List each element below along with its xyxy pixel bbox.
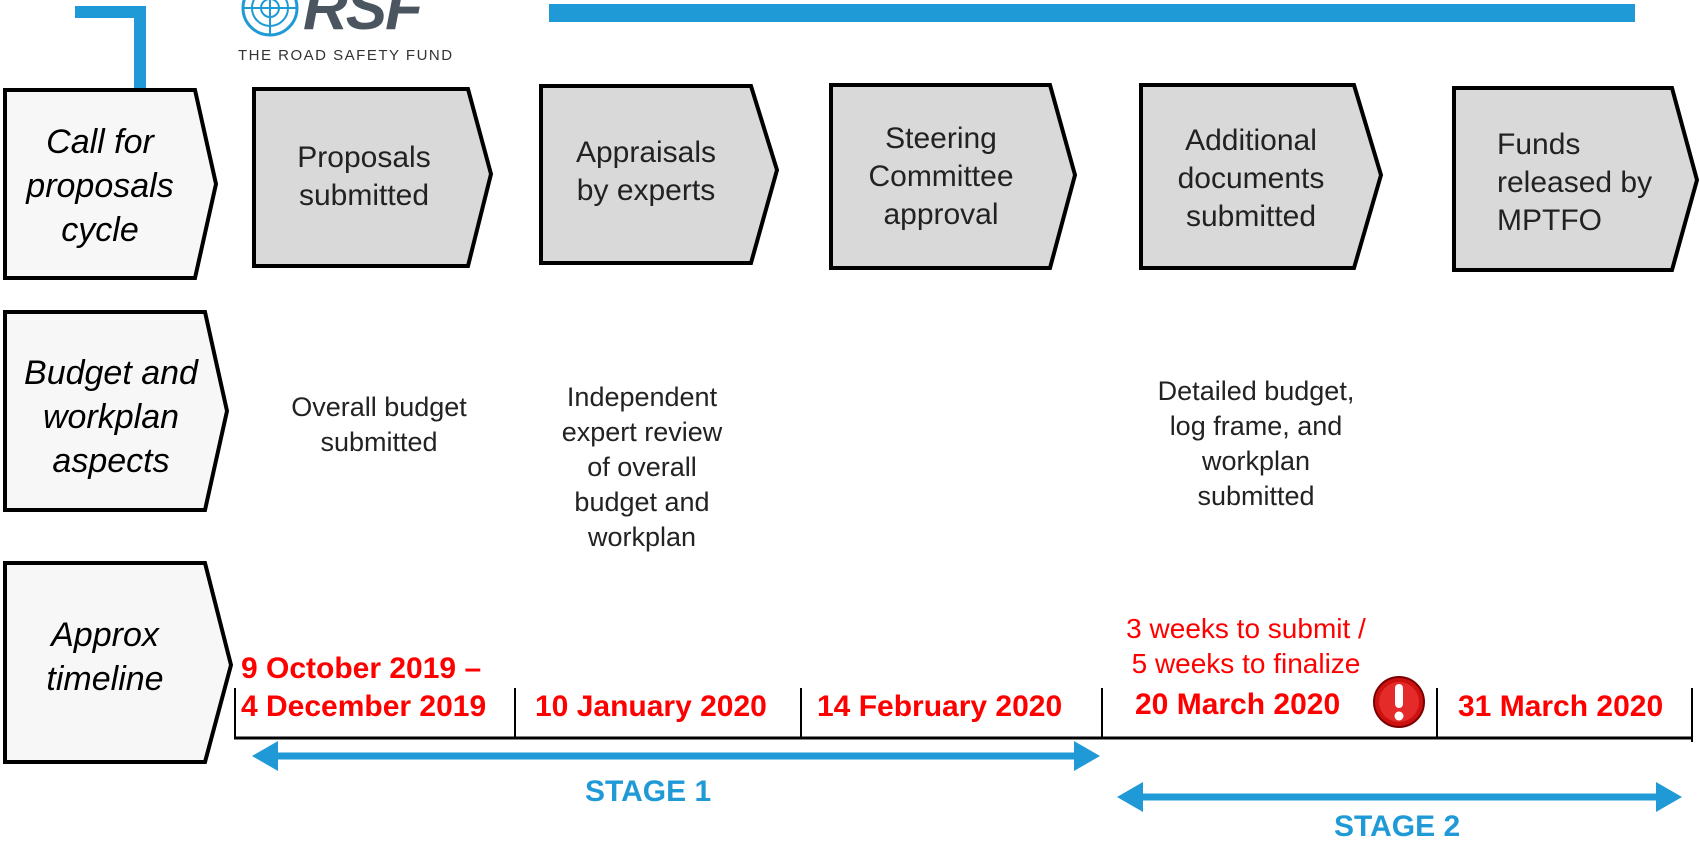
aspect-appraisals: Independent expert review of overall bud… — [561, 382, 723, 552]
exclamation-warning-icon — [1373, 676, 1425, 728]
step-box-4-shape — [1139, 83, 1384, 270]
row-label-budget-shape — [3, 310, 230, 512]
stage-2-arrow — [1117, 782, 1682, 812]
row-label-timeline: Approx timeline — [46, 616, 164, 698]
row-label-timeline-shape — [3, 561, 234, 764]
step-label-1: Proposals submitted — [297, 141, 431, 212]
submission-note: 3 weeks to submit / 5 weeks to finalize — [1126, 613, 1366, 679]
top-bar — [549, 4, 1635, 22]
timeline-date-2: 10 January 2020 — [535, 690, 767, 723]
aspect-proposals: Overall budget submitted — [291, 392, 467, 457]
step-label-4: Additional documents submitted — [1177, 124, 1325, 233]
row-label-cycle-shape — [3, 88, 219, 280]
top-connector — [75, 6, 146, 90]
row-label-cycle: Call for proposals cycle — [26, 123, 174, 249]
timeline-date-3: 14 February 2020 — [817, 690, 1063, 723]
aspect-additional: Detailed budget, log frame, and workplan… — [1157, 376, 1355, 511]
step-box-2-shape — [539, 84, 780, 265]
step-label-2: Appraisals by experts — [575, 136, 717, 207]
stage-1-label: STAGE 1 — [585, 775, 712, 808]
step-box-1-shape — [252, 87, 494, 268]
un-emblem-icon — [241, 0, 299, 37]
step-label-5: Funds released by MPTFO — [1497, 128, 1653, 237]
stage-2-label: STAGE 2 — [1334, 810, 1461, 843]
timeline-date-1: 9 October 2019 – 4 December 2019 — [241, 652, 487, 723]
stage-1-arrow — [252, 741, 1100, 771]
logo-mark: RSF — [303, 0, 423, 43]
step-box-5-shape — [1452, 86, 1700, 272]
row-label-budget: Budget and workplan aspects — [24, 354, 198, 480]
timeline-date-4: 20 March 2020 — [1135, 688, 1341, 721]
step-box-3-shape — [829, 83, 1078, 270]
logo-subtitle: THE ROAD SAFETY FUND — [238, 47, 454, 64]
timeline-date-5: 31 March 2020 — [1458, 690, 1664, 723]
step-label-3: Steering Committee approval — [868, 122, 1014, 231]
